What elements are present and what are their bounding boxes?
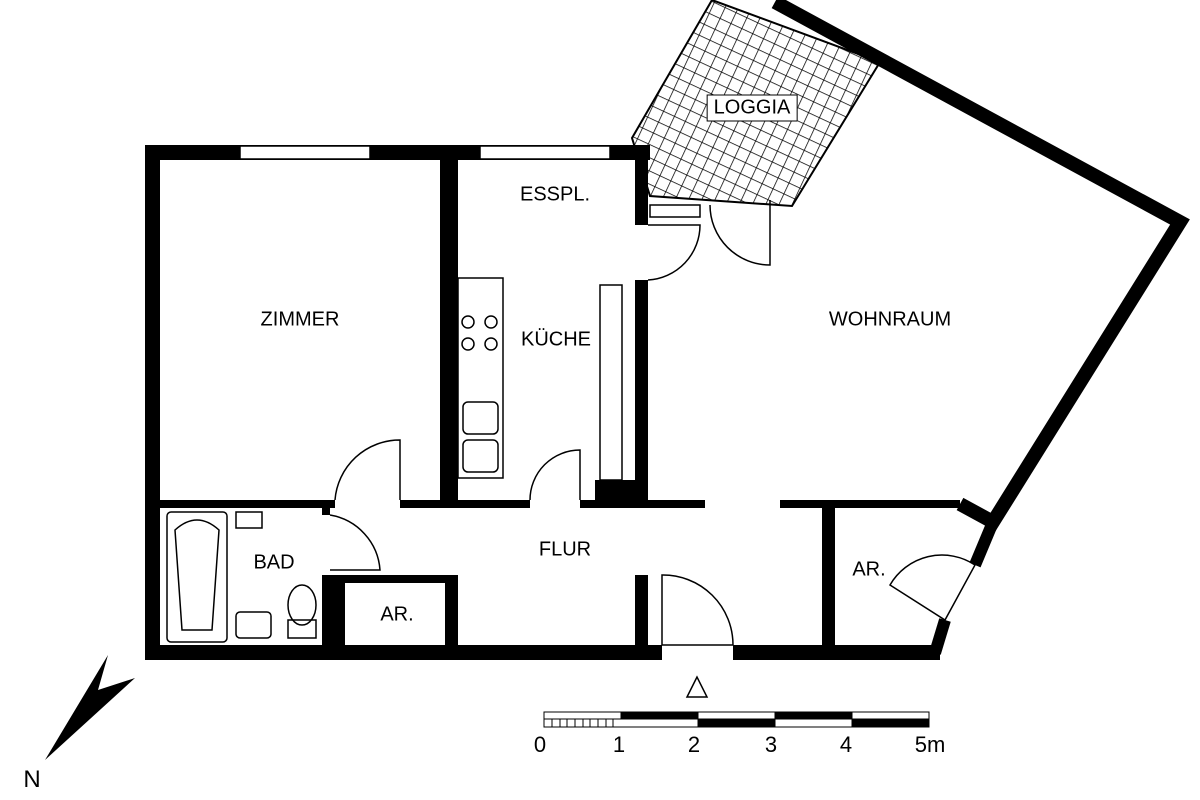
windows [239,145,701,218]
scale-tick-label: 1 [612,732,626,757]
scale-tick-label: 3 [764,732,778,757]
scale-tick-label: 5m [914,732,946,757]
room-label-zimmer: ZIMMER [260,308,340,331]
scale-bar [543,711,930,728]
scale-tick-label: 4 [839,732,853,757]
room-label-wohnraum: WOHNRAUM [828,308,952,331]
room-label-kueche: KÜCHE [520,328,592,351]
north-arrow-icon [45,655,135,760]
kitchen-counter [457,277,623,481]
room-label-loggia: LOGGIA [706,94,798,122]
scale-tick-label: 0 [533,732,547,757]
walls [145,145,960,660]
scale-tick-label: 2 [687,732,701,757]
bathroom-fixtures [166,511,317,643]
room-label-flur: FLUR [538,538,592,561]
compass-north-label: N [23,766,41,793]
doors [329,200,976,646]
room-label-bad: BAD [253,551,295,574]
room-label-abstellraum-right: AR. [852,558,886,581]
room-label-abstellraum-left: AR. [380,603,414,626]
room-label-esspl: ESSPL. [519,183,591,206]
triangle-entrance-icon [685,675,709,698]
